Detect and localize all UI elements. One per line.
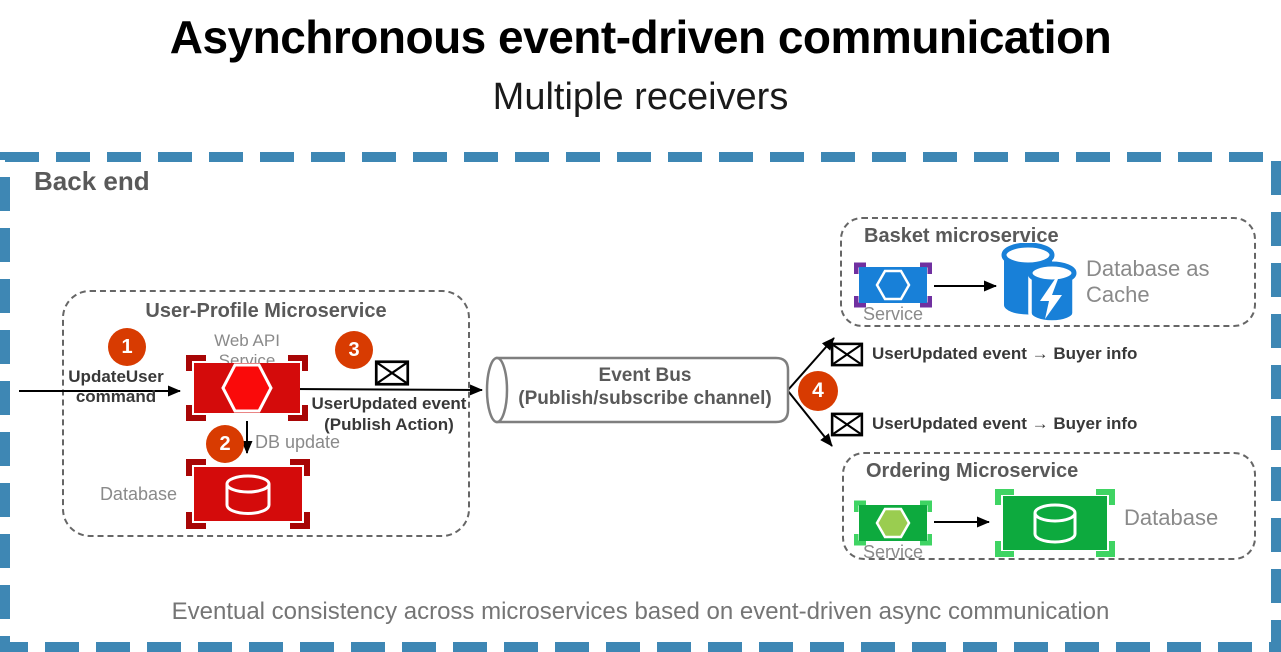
user-profile-microservice-box: User-Profile Microservice	[62, 290, 470, 537]
db-update-label: DB update	[255, 432, 341, 452]
basket-microservice-box: Basket microservice	[840, 217, 1256, 327]
page-title: Asynchronous event-driven communication	[169, 11, 1112, 63]
step-badge-4: 4	[798, 371, 838, 411]
footer-caption: Eventual consistency across microservice…	[171, 598, 1110, 625]
service-icon	[854, 262, 932, 308]
event-bus-label: Event Bus (Publish/subscribe channel)	[518, 365, 772, 409]
database-icon	[186, 459, 310, 529]
page-subtitle: Multiple receivers	[492, 76, 789, 118]
ordering-database-label: Database	[1124, 505, 1219, 530]
ordering-microservice-box: Ordering Microservice	[842, 452, 1256, 560]
database-icon	[995, 489, 1115, 557]
backend-label: Back end	[34, 166, 150, 196]
ordering-service-label: Service	[862, 542, 924, 562]
envelope-icon	[830, 412, 864, 437]
envelope-icon	[374, 360, 410, 386]
envelope-icon	[830, 342, 864, 367]
user-profile-title: User-Profile Microservice	[145, 300, 387, 322]
update-user-command-label: UpdateUser command	[68, 367, 164, 406]
user-updated-event-label: UserUpdated event (Publish Action)	[311, 394, 467, 434]
message-label-basket: UserUpdated event → Buyer info	[872, 344, 1138, 363]
step-badge-1: 1	[108, 328, 146, 366]
step-badge-2: 2	[206, 425, 244, 463]
event-bus-cylinder	[485, 356, 790, 424]
service-icon	[854, 500, 932, 546]
message-label-ordering: UserUpdated event → Buyer info	[872, 414, 1138, 433]
web-api-service-icon	[186, 355, 308, 421]
ordering-title: Ordering Microservice	[866, 460, 1079, 482]
basket-title: Basket microservice	[864, 225, 1059, 247]
step-badge-3: 3	[335, 331, 373, 369]
basket-database-label: Database as Cache	[1086, 256, 1210, 307]
basket-service-label: Service	[862, 304, 924, 324]
database-as-cache-icon	[1001, 243, 1077, 324]
user-profile-database-label: Database	[99, 484, 177, 504]
